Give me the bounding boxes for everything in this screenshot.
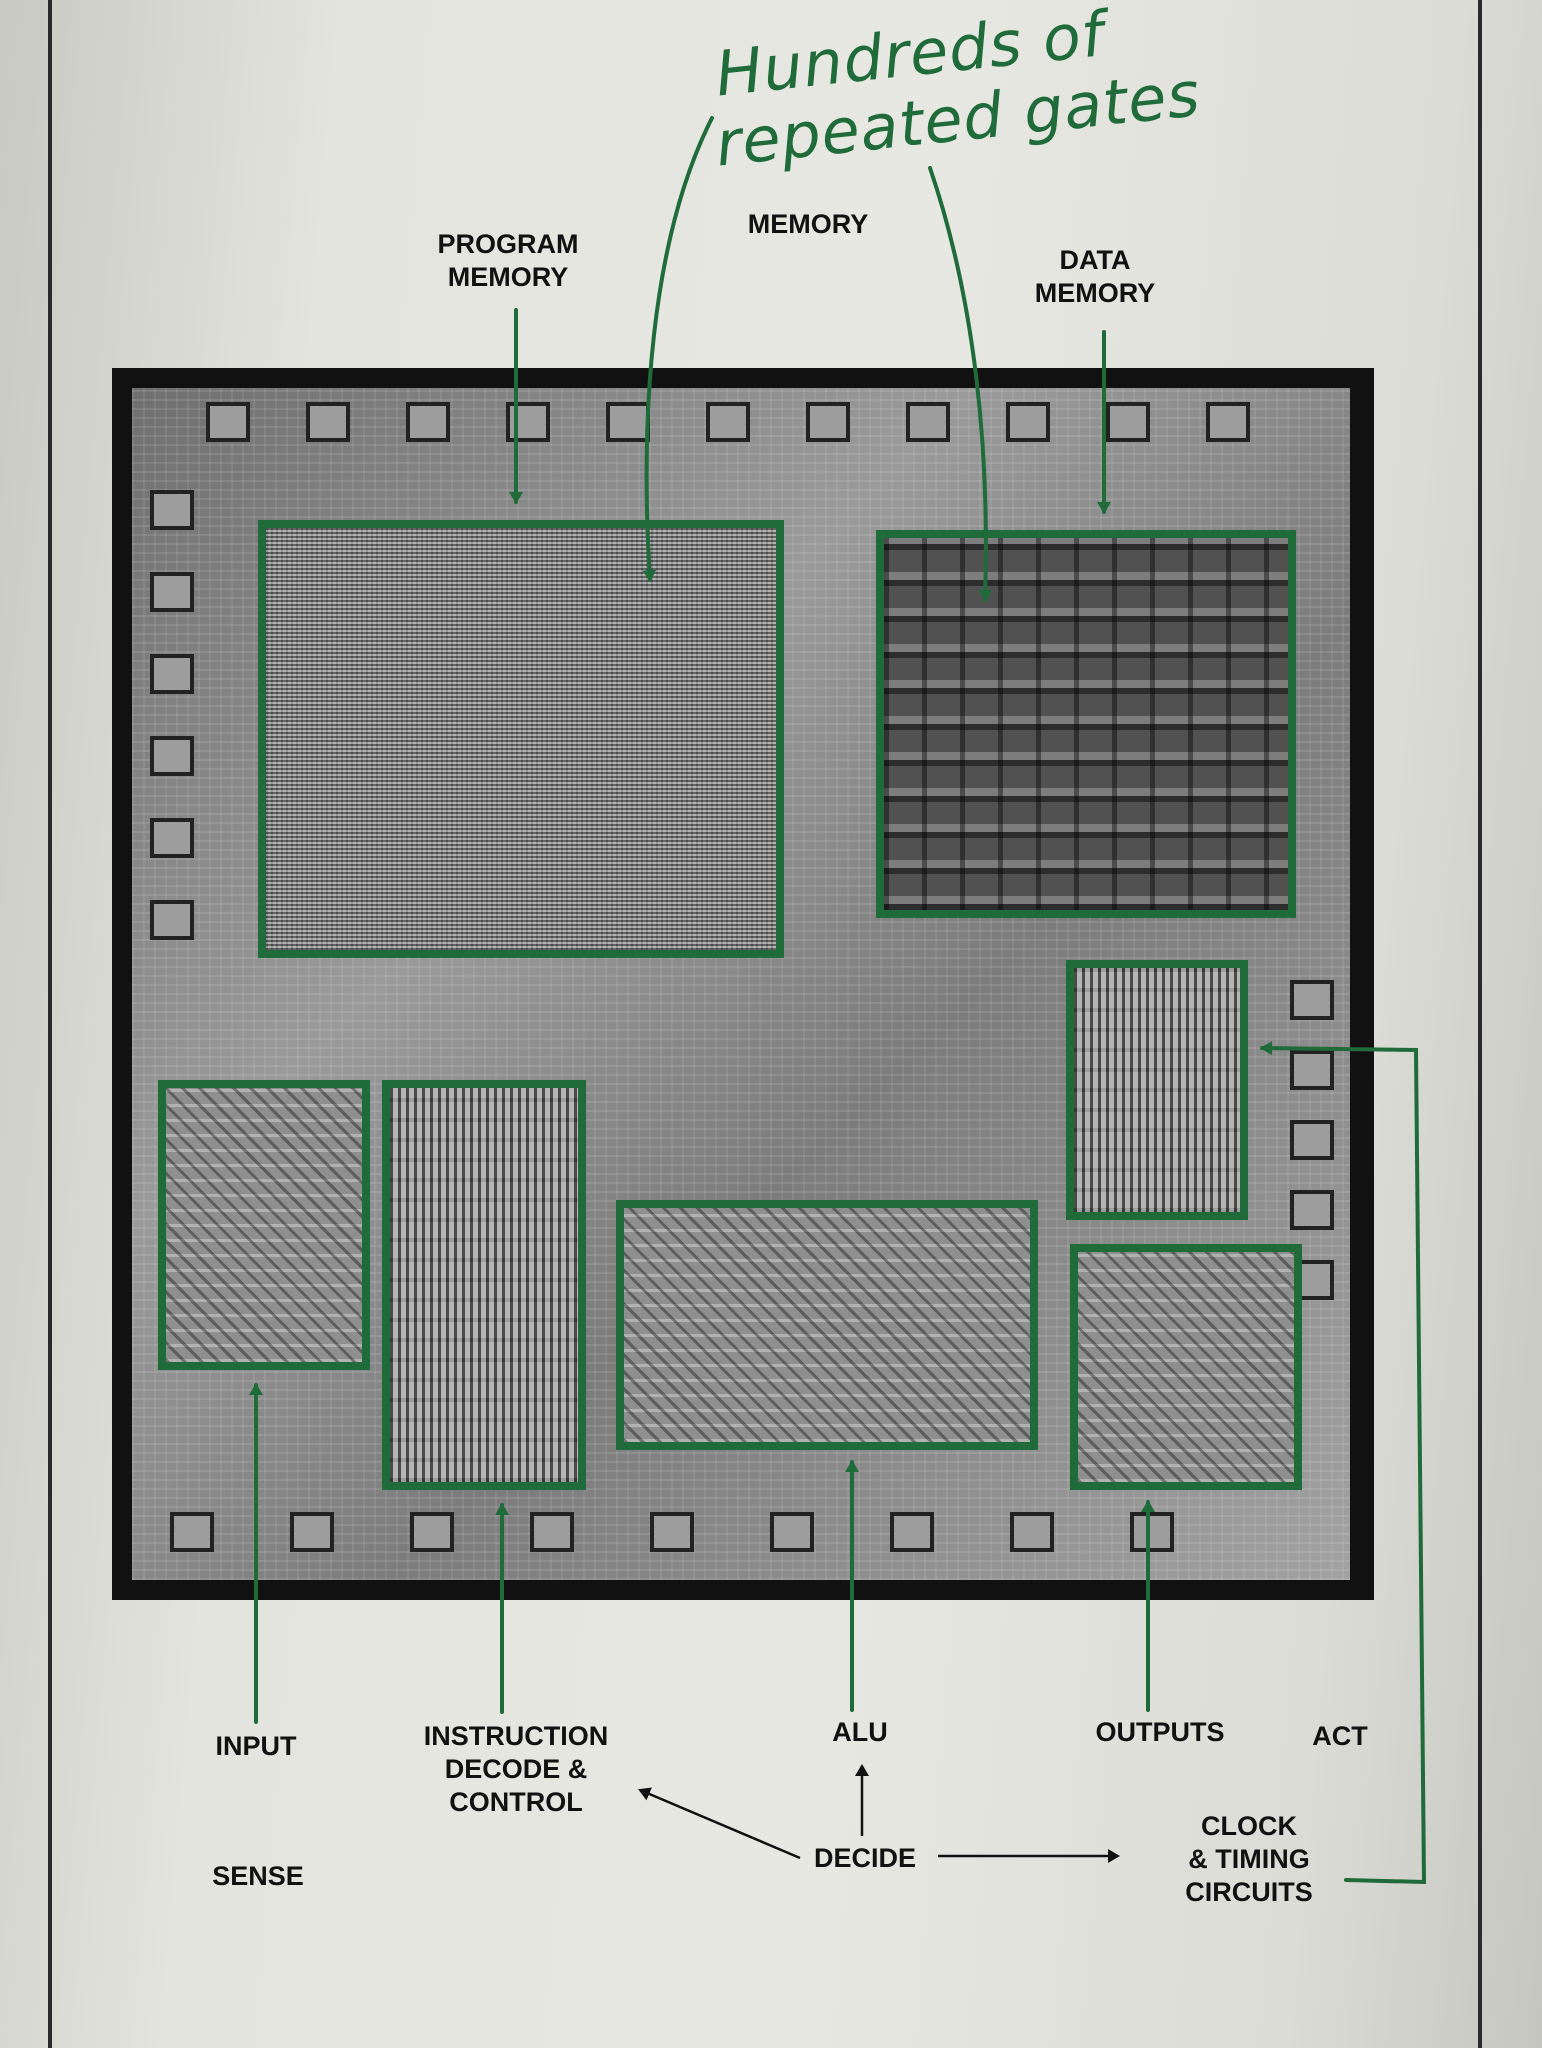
bonding-pad (1206, 402, 1250, 442)
label-clock-timing: CLOCK & TIMING CIRCUITS (1185, 1811, 1313, 1907)
bonding-pad (1290, 980, 1334, 1020)
bonding-pad (1006, 402, 1050, 442)
bonding-pad (206, 402, 250, 442)
bonding-pad (150, 736, 194, 776)
label-program-memory: PROGRAM MEMORY (437, 229, 579, 292)
left-page-rule (48, 0, 52, 2048)
label-alu: ALU (832, 1717, 888, 1747)
bonding-pad (1010, 1512, 1054, 1552)
bonding-pad (650, 1512, 694, 1552)
label-act: ACT (1312, 1721, 1368, 1751)
label-memory: MEMORY (747, 209, 869, 239)
bonding-pad (906, 402, 950, 442)
label-input: INPUT (215, 1731, 297, 1761)
bonding-pad (290, 1512, 334, 1552)
annotation-arrow-right (928, 166, 993, 602)
bonding-pad (150, 490, 194, 530)
bonding-pad (1130, 1512, 1174, 1552)
label-data-memory: DATA MEMORY (1034, 245, 1156, 308)
label-outputs: OUTPUTS (1095, 1717, 1225, 1747)
bonding-pad (706, 402, 750, 442)
bonding-pad (1106, 402, 1150, 442)
right-page-rule (1478, 0, 1482, 2048)
clock-timing-leader (1260, 1041, 1427, 1885)
bonding-pad (806, 402, 850, 442)
bonding-pad (150, 572, 194, 612)
bonding-pad (306, 402, 350, 442)
program-memory-block (258, 520, 784, 958)
bonding-pad (890, 1512, 934, 1552)
bonding-pad (770, 1512, 814, 1552)
annotation-arrow-left (642, 116, 714, 582)
bonding-pad (506, 402, 550, 442)
bonding-pad (170, 1512, 214, 1552)
data-memory-block (876, 530, 1296, 918)
input-block (158, 1080, 370, 1370)
bonding-pad (150, 818, 194, 858)
alu-block (616, 1200, 1038, 1450)
bonding-pad (150, 654, 194, 694)
clock-timing-block (1066, 960, 1248, 1220)
bonding-pad (150, 900, 194, 940)
label-sense: SENSE (212, 1861, 304, 1891)
bonding-pad (1290, 1120, 1334, 1160)
bonding-pad (1290, 1050, 1334, 1090)
bonding-pad (410, 1512, 454, 1552)
outputs-block (1070, 1244, 1302, 1490)
bonding-pad (406, 402, 450, 442)
bonding-pad (530, 1512, 574, 1552)
label-instruction-decode: INSTRUCTION DECODE & CONTROL (423, 1721, 609, 1817)
instruction-decode-block (382, 1080, 586, 1490)
decide-to-decode-arrow (638, 1787, 801, 1860)
bonding-pad (1290, 1190, 1334, 1230)
label-decide: DECIDE (813, 1843, 916, 1873)
